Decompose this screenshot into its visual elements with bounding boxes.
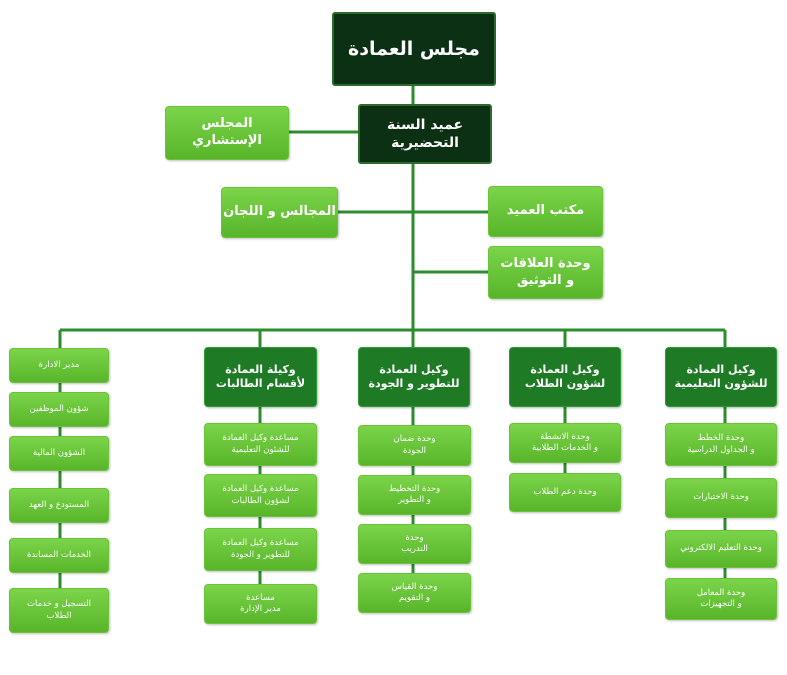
academic-affairs-head[interactable]: وكيل العمادة للشؤون التعليمية <box>665 347 777 407</box>
admin-director-label: مدير الادارة <box>38 359 80 370</box>
registration-student-services-label: التسجيل و خدمات الطلاب <box>27 599 91 621</box>
support-services-label: الخدمات المساندة <box>26 549 92 560</box>
warehouse-custody-label: المستودع و العهد <box>28 499 90 510</box>
assistant-development-quality[interactable]: مساعدة وكيل العمادة للتطوير و الجودة <box>204 528 317 571</box>
female-sections-head[interactable]: وكيلة العمادة لأقسام الطالبات <box>204 347 317 407</box>
advisory-council-box[interactable]: المجلس الإستشاري <box>165 106 289 160</box>
assistant-academic-affairs-label: مساعدة وكيل العمادة للشئون التعليمية <box>222 433 299 455</box>
student-affairs-label: وكيل العمادة لشؤون الطلاب <box>524 362 606 390</box>
committees-box[interactable]: المجالس و اللجان <box>221 187 338 238</box>
student-activities-label: وحدة الانشطة و الخدمات الطلابية <box>531 431 599 453</box>
dean-box[interactable]: عميد السنة التحضيرية <box>358 104 492 164</box>
plans-schedules-label: وحدة الخطط و الجداول الدراسية <box>687 433 755 455</box>
quality-assurance-label: وحدة ضمان الجودة <box>393 434 436 456</box>
quality-assurance-unit[interactable]: وحدة ضمان الجودة <box>358 425 471 466</box>
council-box[interactable]: مجلس العمادة <box>332 12 496 86</box>
exams-label: وحدة الاختبارات <box>693 492 749 503</box>
training-unit[interactable]: وحدة التدريب <box>358 524 471 564</box>
labs-equipment-label: وحدة المعامل و التجهيزات <box>696 587 746 609</box>
committees-label: المجالس و اللجان <box>223 204 336 220</box>
student-support-label: وحدة دعم الطلاب <box>533 486 597 497</box>
academic-affairs-label: وكيل العمادة للشؤون التعليمية <box>674 362 768 390</box>
registration-student-services-box[interactable]: التسجيل و خدمات الطلاب <box>9 588 109 633</box>
planning-development-label: وحدة التخطيط و التطوير <box>388 483 441 505</box>
e-learning-unit[interactable]: وحدة التعليم الالكتروني <box>665 530 777 568</box>
council-label: مجلس العمادة <box>348 37 480 60</box>
exams-unit[interactable]: وحدة الاختبارات <box>665 478 777 518</box>
female-sections-label: وكيلة العمادة لأقسام الطالبات <box>215 362 306 390</box>
financial-affairs-label: الشؤون المالية <box>32 447 86 458</box>
relations-unit-box[interactable]: وحدة العلاقات و التوثيق <box>488 246 603 299</box>
planning-development-unit[interactable]: وحدة التخطيط و التطوير <box>358 475 471 515</box>
student-affairs-head[interactable]: وكيل العمادة لشؤون الطلاب <box>509 347 621 407</box>
staff-affairs-label: شؤون الموظفين <box>29 403 89 414</box>
measurement-evaluation-unit[interactable]: وحدة القياس و التقويم <box>358 573 471 613</box>
development-quality-head[interactable]: وكيل العمادة للتطوير و الجودة <box>358 347 470 407</box>
warehouse-custody-box[interactable]: المستودع و العهد <box>9 488 109 523</box>
assistant-female-student-affairs[interactable]: مساعدة وكيل العمادة لشؤون الطالبات <box>204 474 317 517</box>
assistant-female-student-affairs-label: مساعدة وكيل العمادة لشؤون الطالبات <box>222 484 299 506</box>
student-support-unit[interactable]: وحدة دعم الطلاب <box>509 473 621 512</box>
student-activities-unit[interactable]: وحدة الانشطة و الخدمات الطلابية <box>509 423 621 463</box>
advisory-council-label: المجلس الإستشاري <box>192 116 262 148</box>
assistant-academic-affairs[interactable]: مساعدة وكيل العمادة للشئون التعليمية <box>204 423 317 466</box>
financial-affairs-box[interactable]: الشؤون المالية <box>9 436 109 471</box>
dean-office-label: مكتب العميد <box>506 203 585 219</box>
labs-equipment-unit[interactable]: وحدة المعامل و التجهيزات <box>665 578 777 620</box>
assistant-admin-director[interactable]: مساعدة مدير الإدارة <box>204 584 317 624</box>
e-learning-label: وحدة التعليم الالكتروني <box>680 543 762 554</box>
assistant-development-quality-label: مساعدة وكيل العمادة للتطوير و الجودة <box>222 538 299 560</box>
admin-director-box[interactable]: مدير الادارة <box>9 348 109 383</box>
dean-office-box[interactable]: مكتب العميد <box>488 186 603 237</box>
measurement-evaluation-label: وحدة القياس و التقويم <box>391 581 438 603</box>
development-quality-label: وكيل العمادة للتطوير و الجودة <box>368 362 460 390</box>
staff-affairs-box[interactable]: شؤون الموظفين <box>9 392 109 427</box>
plans-schedules-unit[interactable]: وحدة الخطط و الجداول الدراسية <box>665 423 777 466</box>
relations-unit-label: وحدة العلاقات و التوثيق <box>500 255 591 288</box>
assistant-admin-director-label: مساعدة مدير الإدارة <box>240 592 281 614</box>
dean-label: عميد السنة التحضيرية <box>386 116 464 151</box>
training-label: وحدة التدريب <box>401 532 428 554</box>
support-services-box[interactable]: الخدمات المساندة <box>9 538 109 573</box>
